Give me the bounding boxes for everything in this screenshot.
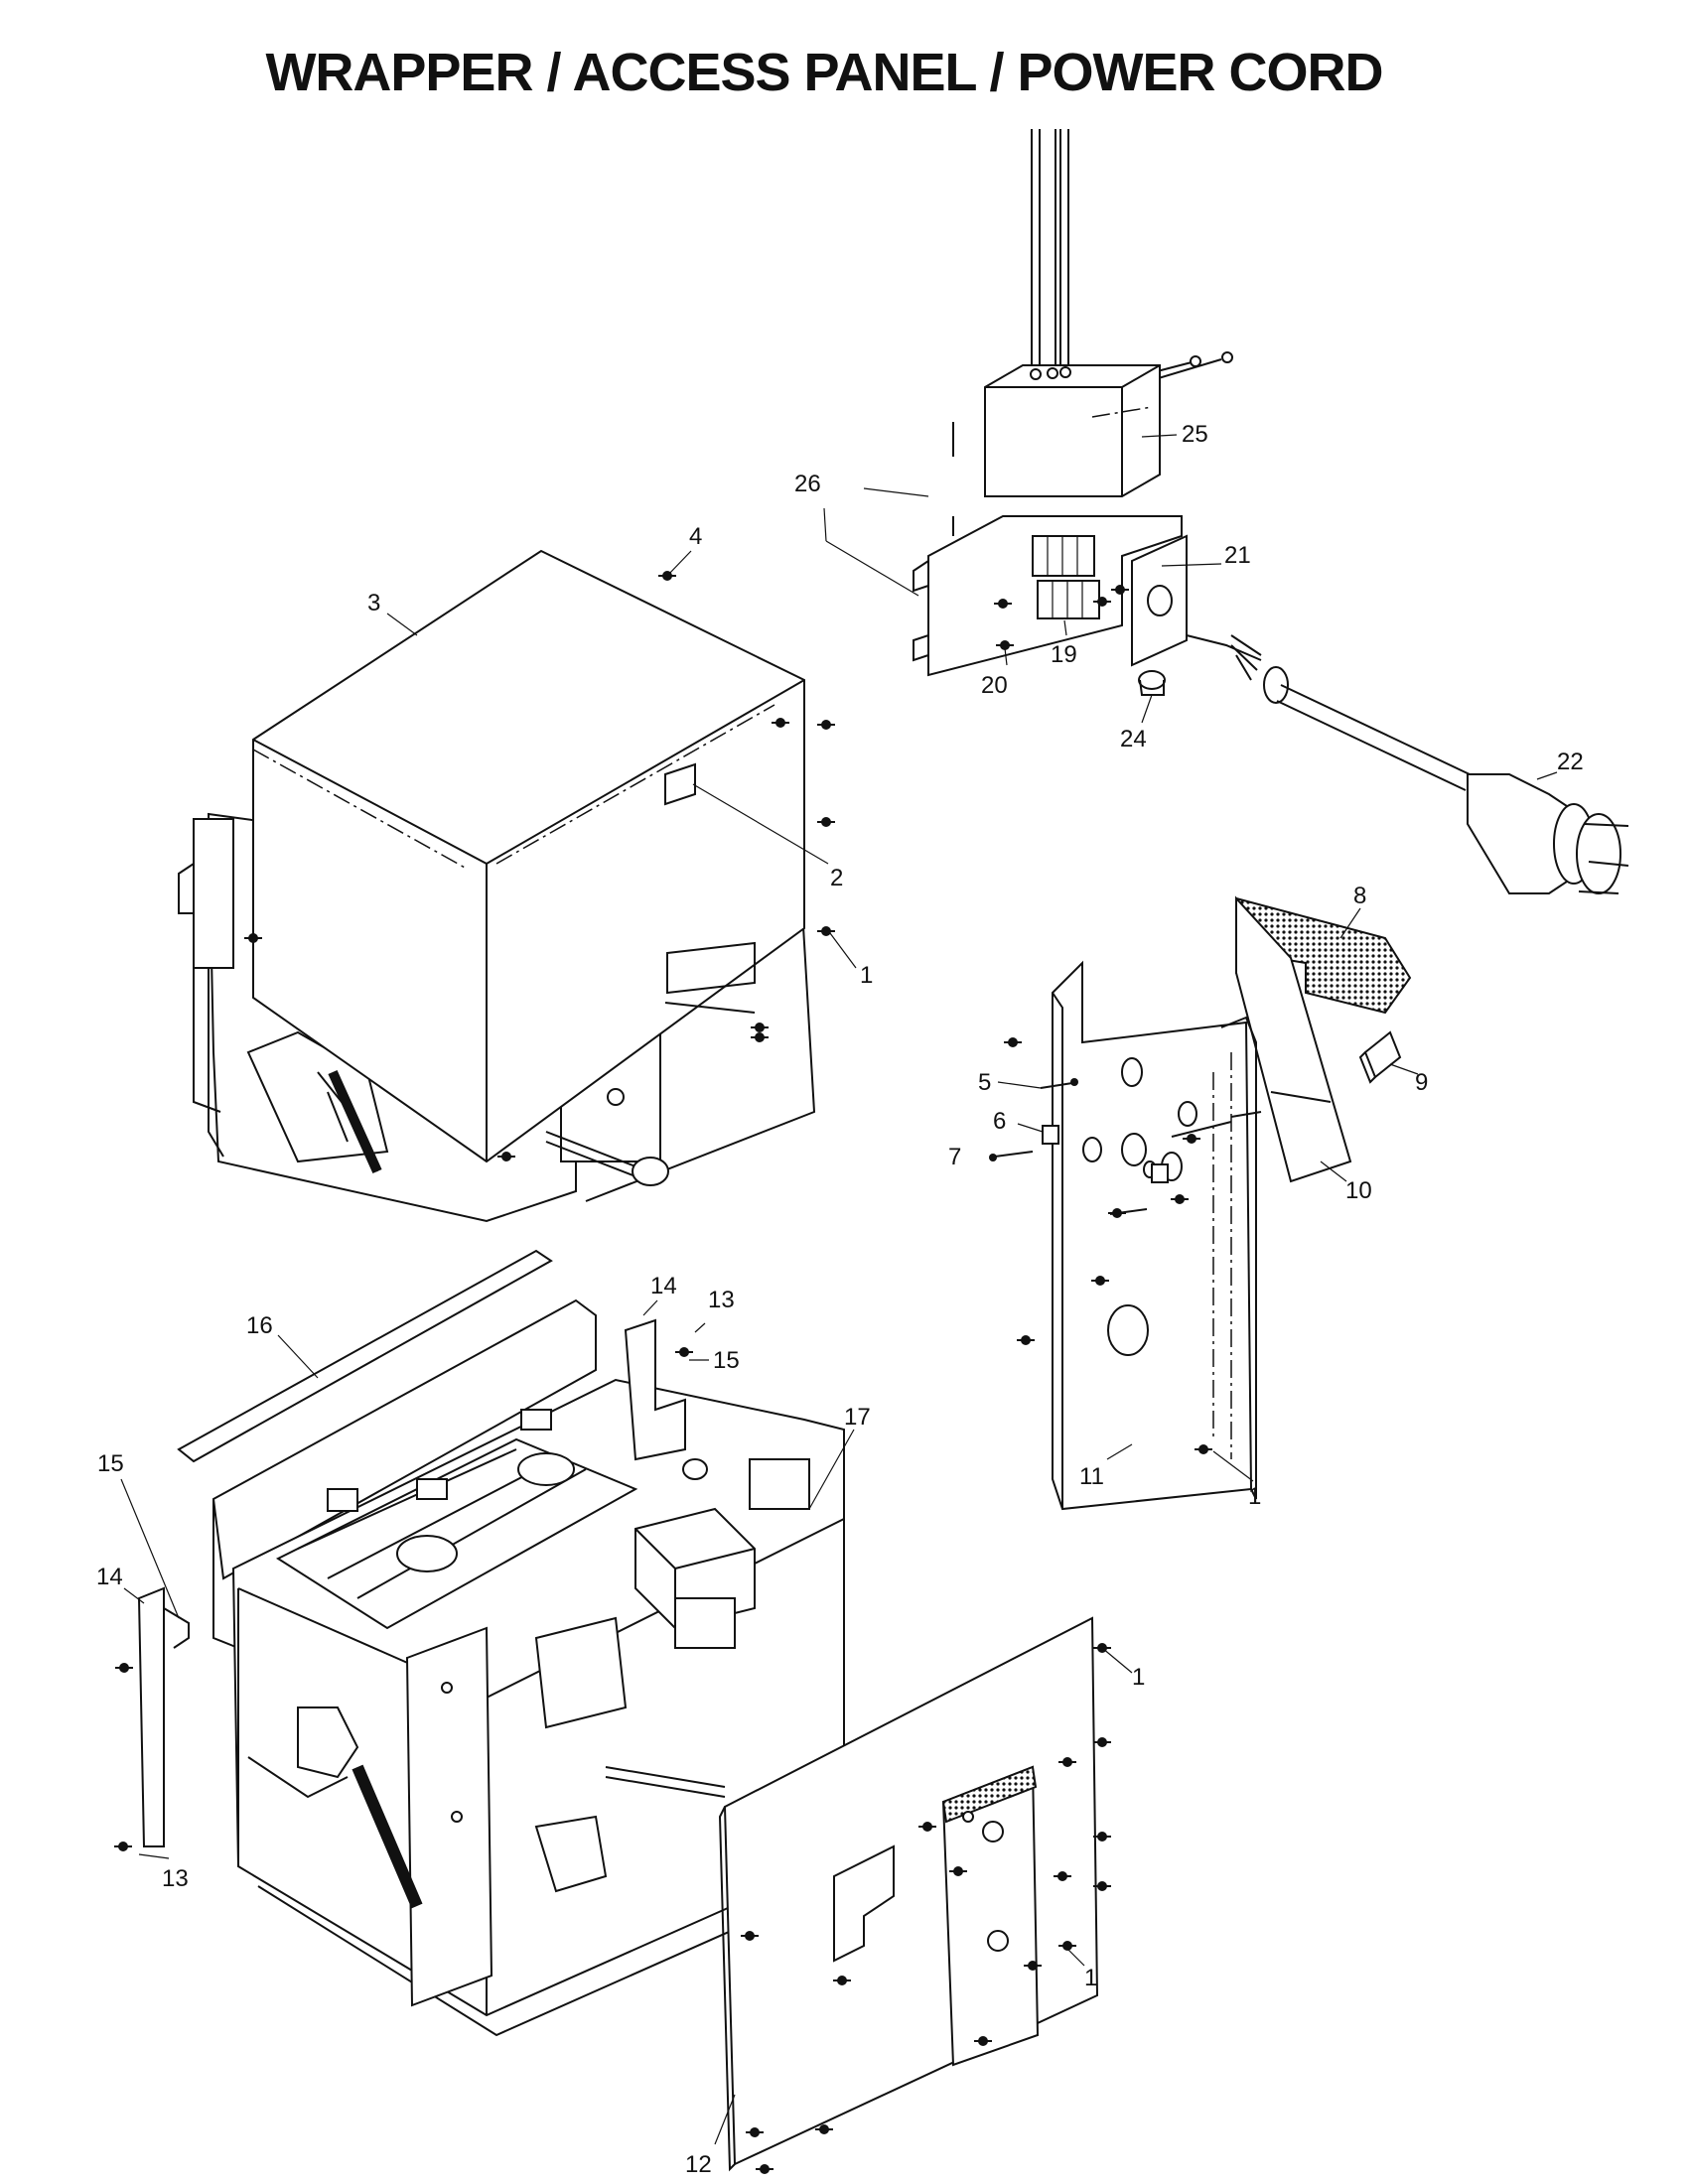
chassis-assembly: [113, 1249, 855, 2037]
callout-1: 1: [860, 962, 873, 989]
callout-25: 25: [1182, 421, 1208, 448]
power-cord-assembly: [913, 129, 1629, 894]
wrapper-assembly: [178, 549, 836, 1223]
callout-6: 6: [993, 1108, 1006, 1135]
callout-16: 16: [246, 1312, 273, 1339]
callout-26: 26: [794, 471, 821, 497]
callout-7: 7: [948, 1144, 961, 1170]
callout-19: 19: [1051, 641, 1077, 668]
callout-4: 4: [689, 523, 702, 550]
callout-1: 1: [1248, 1483, 1261, 1510]
callout-20: 20: [981, 672, 1008, 699]
callout-11: 11: [1079, 1463, 1104, 1490]
access-panel-assembly: [989, 895, 1412, 1511]
callout-5: 5: [978, 1069, 991, 1096]
callout-3: 3: [367, 590, 380, 616]
callout-labels: 1 1 1 1 2 3 4 5 6 7 8 9 10: [96, 421, 1584, 2178]
callout-2: 2: [830, 865, 843, 891]
callout-13: 13: [708, 1287, 735, 1313]
callout-1: 1: [1084, 1965, 1097, 1991]
callout-1: 1: [1132, 1664, 1145, 1691]
callout-13: 13: [162, 1865, 189, 1892]
callout-14: 14: [650, 1273, 677, 1299]
side-panel-assembly: [718, 1616, 1112, 2175]
callout-17: 17: [844, 1404, 871, 1431]
callout-14: 14: [96, 1564, 123, 1590]
callout-21: 21: [1224, 542, 1251, 569]
callout-22: 22: [1557, 749, 1584, 775]
callout-15: 15: [713, 1347, 740, 1374]
callout-15: 15: [97, 1450, 124, 1477]
callout-10: 10: [1345, 1177, 1372, 1204]
callout-8: 8: [1353, 883, 1366, 909]
page-title: WRAPPER / ACCESS PANEL / POWER CORD: [265, 43, 1383, 102]
callout-12: 12: [685, 2151, 712, 2178]
callout-24: 24: [1120, 726, 1147, 752]
callout-9: 9: [1415, 1069, 1428, 1096]
